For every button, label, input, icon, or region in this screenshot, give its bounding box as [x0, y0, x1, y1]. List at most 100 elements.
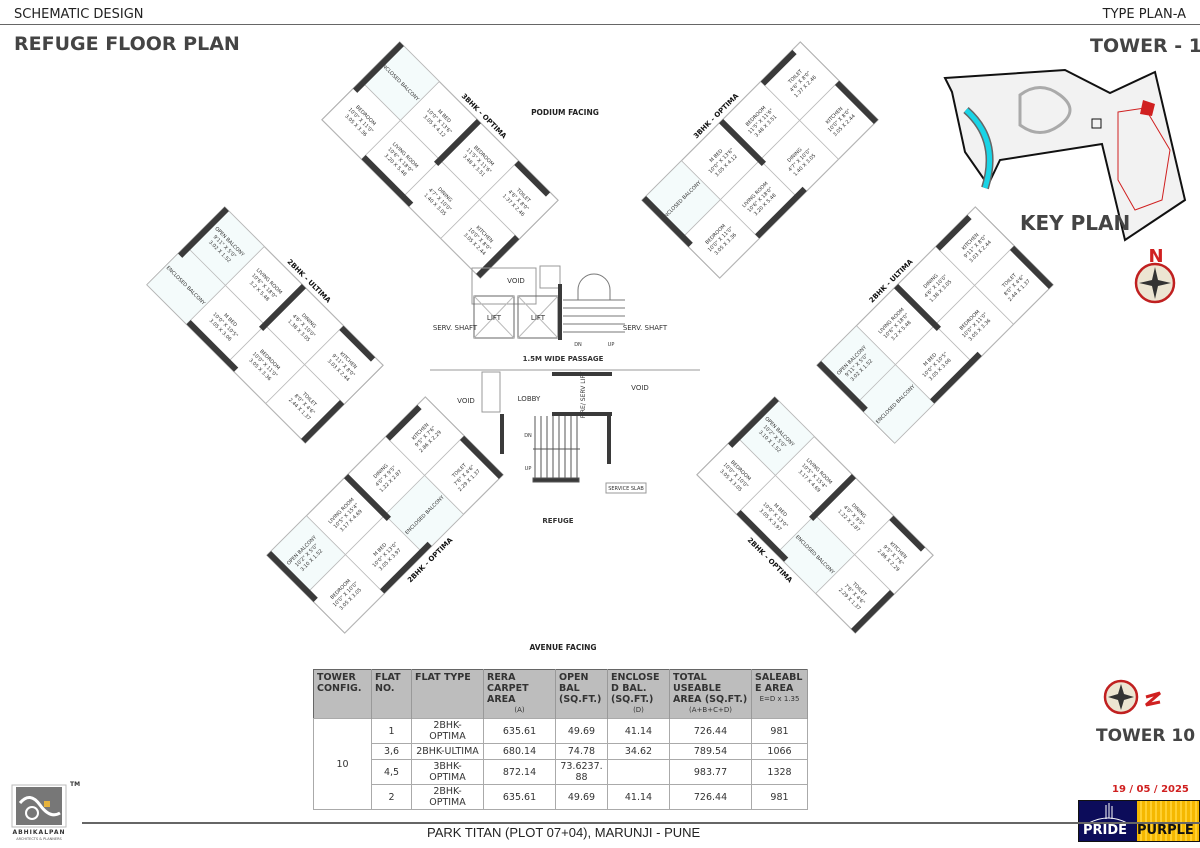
fire-lift: FIRE/ SERV LIFT [552, 371, 612, 464]
column-formula: (D) [633, 706, 644, 714]
column-formula: (A+B+C+D) [689, 706, 732, 714]
wall [760, 49, 797, 86]
passage-label: 1.5M WIDE PASSAGE [523, 355, 604, 363]
refuge-label: REFUGE [542, 517, 573, 525]
column-formula: (A) [514, 706, 525, 714]
table-cell: 981 [751, 784, 808, 810]
architect-logo: TM ABHIKALPAN ARCHITECTS & PLANNERS [11, 781, 81, 841]
table-cell: 3,6 [371, 743, 412, 760]
wall [353, 41, 404, 93]
column-header: FLAT NO. [371, 669, 412, 719]
wall [816, 361, 868, 412]
wall [889, 515, 926, 552]
key-plan-label: KEY PLAN [1020, 211, 1131, 235]
wall [385, 404, 422, 441]
wall [459, 435, 504, 479]
wall [834, 80, 879, 124]
lift-2: LIFT [517, 295, 559, 339]
service-slab-label: SERVICE SLAB [608, 486, 644, 492]
column-header: TOWER CONFIG. [313, 669, 372, 719]
table-cell: 34.62 [607, 743, 670, 760]
table-cell: 49.69 [555, 718, 608, 744]
table-cell: 726.44 [669, 784, 752, 810]
tower-compass-icon [1103, 679, 1161, 715]
table-cell: 3BHK-OPTIMA [411, 759, 484, 785]
table-cell: 2 [371, 784, 412, 810]
plan-type-label: TYPE PLAN-A [1102, 7, 1186, 22]
column-header: TOTAL USEABLE AREA (SQ.FT.)(A+B+C+D) [669, 669, 752, 719]
table-cell: 2BHK-ULTIMA [411, 743, 484, 760]
lobby-label: LOBBY [518, 395, 541, 403]
wall [380, 541, 432, 594]
wall [258, 283, 307, 332]
table-cell: 2BHK-OPTIMA [411, 784, 484, 810]
table-cell: 872.14 [483, 759, 556, 785]
table-cell: 680.14 [483, 743, 556, 760]
svg-text:DN: DN [574, 342, 582, 348]
column-header: FLAT TYPE [411, 669, 484, 719]
wall [728, 396, 779, 448]
void-label: VOID [507, 277, 525, 285]
wall [935, 214, 972, 251]
svg-text:LIFT: LIFT [487, 314, 502, 322]
svg-text:VOID: VOID [631, 384, 649, 392]
developer-logo: PRIDE PURPLE [1078, 800, 1200, 842]
column-header: RERA CARPET AREA(A) [483, 669, 556, 719]
wall [736, 510, 789, 562]
wall [339, 325, 376, 362]
wall [178, 206, 229, 258]
key-plan-north-icon: N [1134, 246, 1176, 304]
table-cell: 981 [751, 718, 808, 744]
wall [718, 118, 767, 167]
lower-staircase [532, 416, 580, 483]
wall [433, 118, 482, 167]
wall [301, 399, 345, 444]
tower-heading: TOWER - 10 [1090, 35, 1200, 57]
column-header: OPEN BAL (SQ.FT.) [555, 669, 608, 719]
brand-purple-text: PURPLE [1137, 823, 1194, 838]
wall [343, 473, 392, 522]
svg-text:UP: UP [608, 342, 615, 348]
wall [755, 186, 807, 239]
drawing-date: 19 / 05 / 2025 [1112, 784, 1189, 795]
svg-text:LIFT: LIFT [531, 314, 546, 322]
drawing-stage-label: SCHEMATIC DESIGN [14, 7, 144, 22]
table-cell: 41.14 [607, 784, 670, 810]
table-cell: 1 [371, 718, 412, 744]
table-cell: 1066 [751, 743, 808, 760]
header-divider [0, 24, 1200, 25]
wall [186, 320, 239, 372]
wall [893, 283, 942, 332]
building-core: VOID LIFT LIFT DN UP SERV. SHAFT SERV. S… [430, 265, 700, 525]
table-cell: 49.69 [555, 784, 608, 810]
table-cell: 4,5 [371, 759, 412, 785]
svg-text:N: N [1148, 246, 1163, 267]
table-cell: 726.44 [669, 718, 752, 744]
svg-text:SERV. SHAFT: SERV. SHAFT [623, 324, 668, 332]
svg-text:SERV. SHAFT: SERV. SHAFT [433, 324, 478, 332]
wall [808, 473, 857, 522]
table-cell: 73.6237.88 [555, 759, 608, 785]
svg-text:UP: UP [525, 466, 532, 472]
wall [851, 589, 895, 634]
table-cell: 41.14 [607, 718, 670, 744]
wall [1009, 245, 1054, 289]
upper-staircase [563, 273, 625, 333]
svg-text:VOID: VOID [457, 397, 475, 405]
table-cell: 1328 [751, 759, 808, 785]
table-cell: 635.61 [483, 718, 556, 744]
